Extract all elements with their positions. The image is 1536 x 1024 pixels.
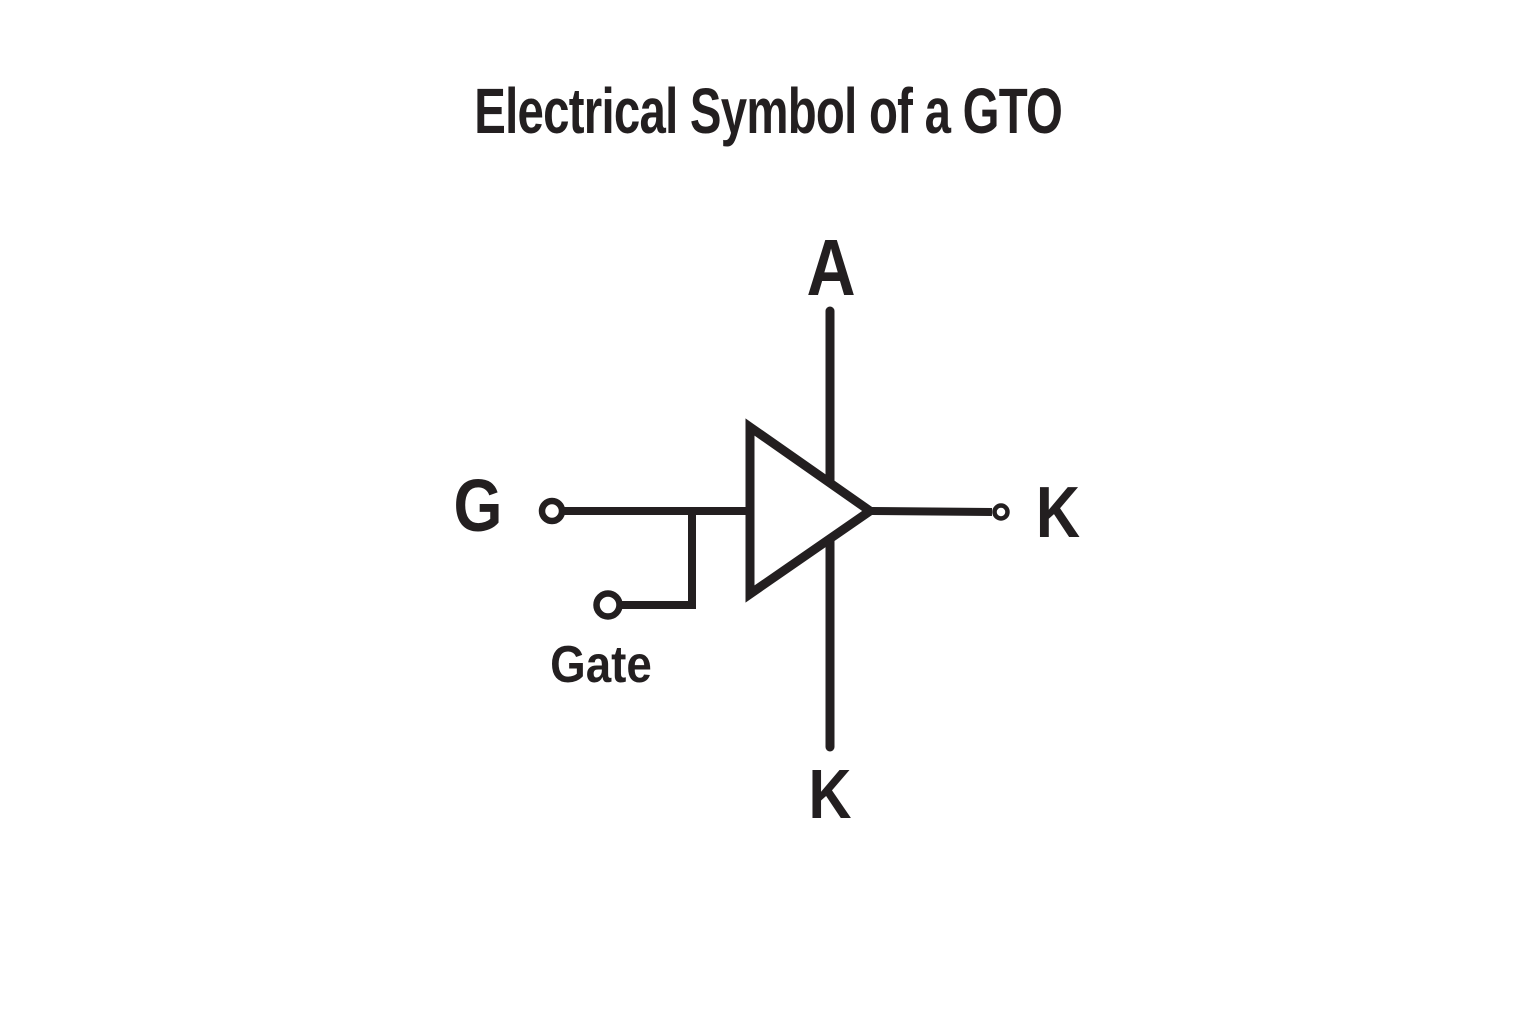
cathode-lead-line: [871, 507, 993, 516]
anode-label: A: [806, 223, 856, 312]
k-terminal-circle: [992, 503, 1010, 521]
g-terminal-circle: [538, 497, 566, 525]
page-title-text: Electrical Symbol of a GTO: [474, 75, 1063, 147]
thyristor-triangle: [745, 418, 878, 603]
gate-label-full: Gate: [550, 636, 652, 694]
page-title: Electrical Symbol of a GTO: [0, 74, 1536, 148]
cathode-label-bottom: K: [808, 755, 852, 833]
gate-terminal-circle: [593, 590, 623, 620]
gate-label-short: G: [453, 464, 503, 547]
cathode-label-right: K: [1035, 473, 1081, 553]
